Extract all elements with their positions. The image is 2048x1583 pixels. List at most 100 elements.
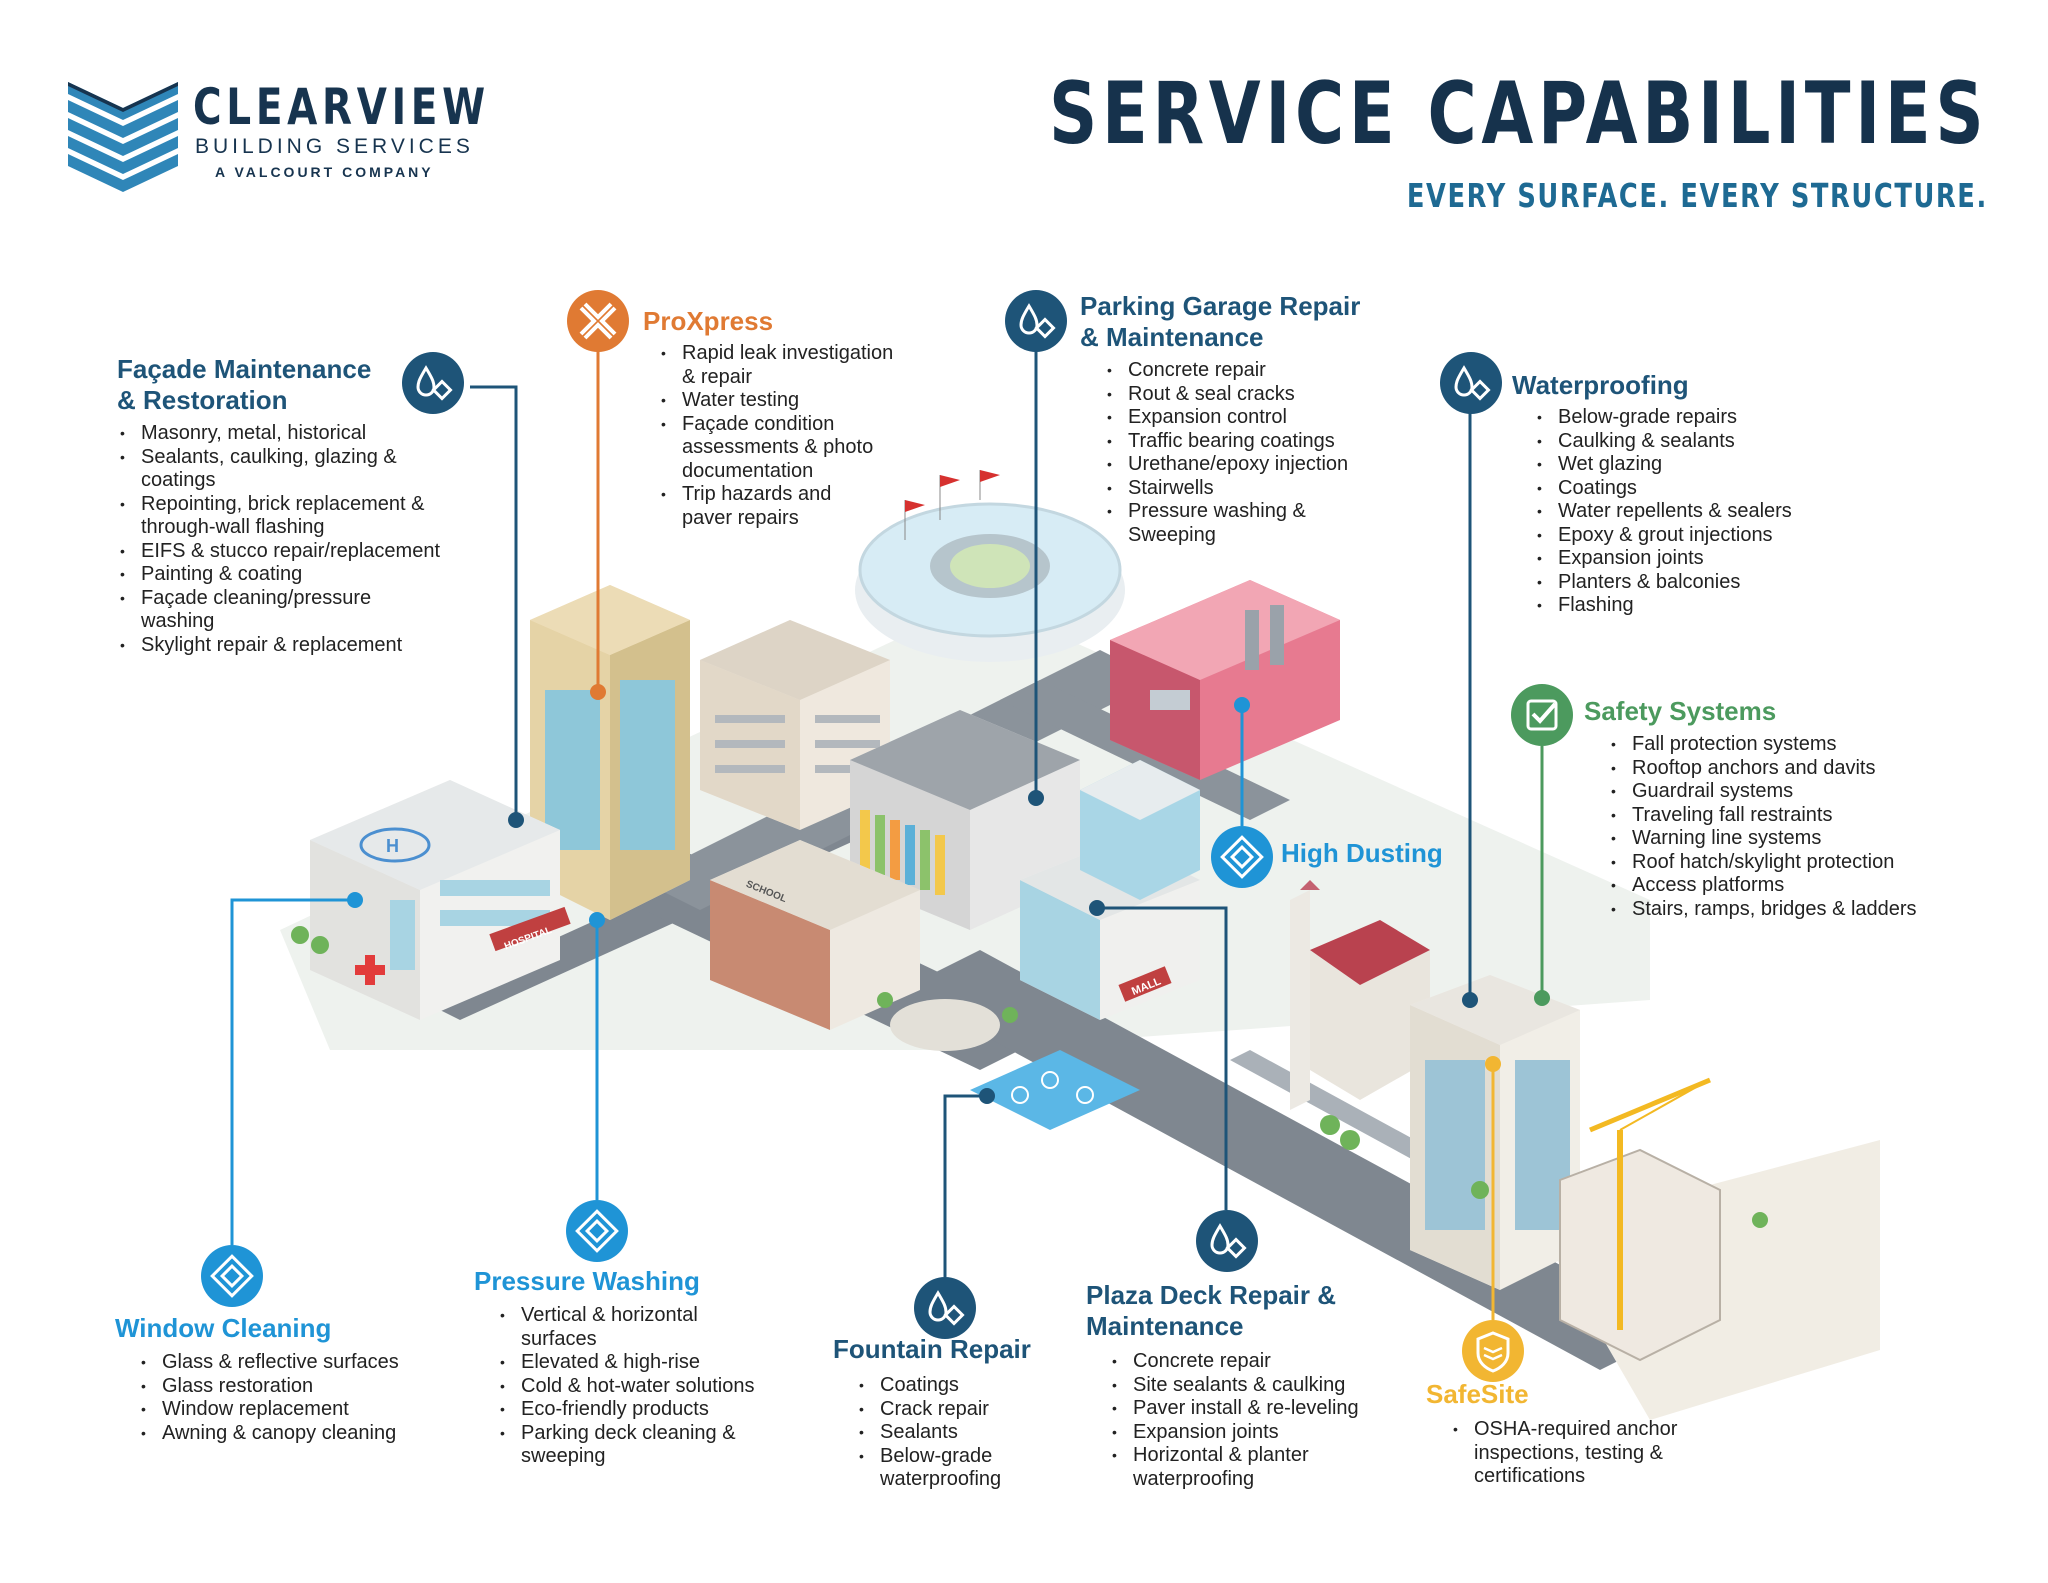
clearview-logo-mark: [68, 82, 178, 192]
service-list: OSHA-required anchor inspections, testin…: [1450, 1418, 1677, 1489]
service-title: Façade Maintenance: [117, 354, 372, 384]
list-item: Water testing: [658, 389, 893, 413]
list-item: Sweeping: [1128, 523, 1216, 546]
service-title: Safety Systems: [1584, 696, 1777, 726]
list-item: Cold & hot-water solutions: [497, 1375, 754, 1399]
fountain-plaza: [890, 999, 1140, 1130]
list-item: Stairwells: [1104, 477, 1348, 501]
list-item: OSHA-required anchor: [1450, 1418, 1677, 1442]
water-drop-diamond-icon: [402, 352, 464, 414]
list-item: Crack repair: [856, 1398, 1001, 1422]
diamond-emblem-icon: [1211, 826, 1273, 888]
list-item: Access platforms: [1608, 874, 1917, 898]
list-item: Urethane/epoxy injection: [1104, 453, 1348, 477]
brand-tagline: A VALCOURT COMPANY: [215, 164, 434, 180]
list-item: Planters & balconies: [1534, 571, 1792, 595]
diamond-emblem-icon: [566, 1200, 628, 1262]
list-item: Façade cleaning/pressure: [117, 587, 440, 611]
brand-name: CLEARVIEW: [193, 78, 490, 136]
list-item: Traffic bearing coatings: [1104, 430, 1348, 454]
list-item: Pressure washing &: [1104, 500, 1348, 524]
diamond-emblem-icon: [201, 1245, 263, 1307]
residential-tower: [1410, 975, 1580, 1290]
list-item: Expansion joints: [1109, 1421, 1359, 1445]
list-item: Concrete repair: [1109, 1350, 1359, 1374]
list-item: paver repairs: [682, 506, 799, 529]
list-item: Traveling fall restraints: [1608, 804, 1917, 828]
list-item: Rapid leak investigation: [658, 342, 893, 366]
list-item: Expansion joints: [1534, 547, 1792, 571]
service-plaza: Plaza Deck Repair & Maintenance: [1086, 1280, 1336, 1342]
list-item: Water repellents & sealers: [1534, 500, 1792, 524]
list-item: certifications: [1474, 1465, 1586, 1487]
list-item: Skylight repair & replacement: [117, 634, 440, 658]
service-list: Concrete repair Site sealants & caulking…: [1109, 1350, 1359, 1491]
list-item: Rout & seal cracks: [1104, 383, 1348, 407]
list-item: Warning line systems: [1608, 827, 1917, 851]
list-item: Wet glazing: [1534, 453, 1792, 477]
list-item: coatings: [141, 469, 216, 491]
service-list: Below-grade repairs Caulking & sealants …: [1534, 406, 1792, 618]
list-item: Coatings: [1534, 477, 1792, 501]
service-proxpress: ProXpress: [643, 306, 773, 337]
service-title: Maintenance: [1086, 1311, 1244, 1341]
service-waterproofing: Waterproofing: [1512, 370, 1689, 401]
service-list: Rapid leak investigation & repair Water …: [658, 342, 893, 530]
trees: [291, 926, 1768, 1228]
service-title: & Restoration: [117, 385, 288, 415]
list-item: Sealants, caulking, glazing &: [117, 446, 440, 470]
service-pressure-title: Pressure Washing: [474, 1266, 700, 1296]
list-item: Rooftop anchors and davits: [1608, 757, 1917, 781]
water-drop-diamond-icon: [1005, 290, 1067, 352]
service-parking: Parking Garage Repair & Maintenance: [1080, 291, 1360, 353]
shield-check-icon: [1511, 684, 1573, 746]
list-item: Trip hazards and: [658, 483, 893, 507]
list-item: documentation: [682, 459, 814, 482]
apartment-building: [700, 620, 890, 830]
list-item: Roof hatch/skylight protection: [1608, 851, 1917, 875]
list-item: Glass & reflective surfaces: [138, 1351, 399, 1375]
list-item: Concrete repair: [1104, 359, 1348, 383]
list-item: Painting & coating: [117, 563, 440, 587]
safesite-shield-icon: [1462, 1320, 1524, 1382]
service-title: & Maintenance: [1080, 322, 1264, 352]
list-item: Sealants: [856, 1421, 1001, 1445]
list-item: Epoxy & grout injections: [1534, 524, 1792, 548]
factory: [1110, 580, 1340, 780]
list-item: waterproofing: [880, 1468, 1002, 1490]
service-list: Fall protection systems Rooftop anchors …: [1608, 733, 1917, 921]
school-building: SCHOOL: [710, 840, 920, 1030]
list-item: Parking deck cleaning &: [497, 1422, 754, 1446]
list-item: Masonry, metal, historical: [117, 422, 440, 446]
list-item: Guardrail systems: [1608, 780, 1917, 804]
service-high-dusting-title: High Dusting: [1281, 838, 1443, 868]
service-safety: Safety Systems: [1584, 696, 1776, 727]
church: [1290, 880, 1430, 1110]
list-item: Window replacement: [138, 1398, 399, 1422]
proxpress-x-icon: [567, 290, 629, 352]
service-title: Parking Garage Repair: [1080, 291, 1361, 321]
list-item: Repointing, brick replacement &: [117, 493, 440, 517]
list-item: surfaces: [521, 1327, 597, 1350]
connector-dots: [347, 684, 1550, 1104]
service-list: Coatings Crack repair Sealants Below-gra…: [856, 1374, 1001, 1492]
list-item: Elevated & high-rise: [497, 1351, 754, 1375]
connector-lines: [230, 350, 1544, 1320]
list-item: Stairs, ramps, bridges & ladders: [1608, 898, 1917, 922]
list-item: & repair: [682, 365, 753, 388]
list-item: washing: [141, 610, 215, 632]
brand-subtitle: BUILDING SERVICES: [195, 135, 474, 158]
service-list: Vertical & horizontal surfaces Elevated …: [497, 1304, 754, 1469]
list-item: Expansion control: [1104, 406, 1348, 430]
service-list: Masonry, metal, historical Sealants, cau…: [117, 422, 440, 657]
list-item: sweeping: [521, 1445, 606, 1467]
helipad-letter: H: [386, 836, 399, 856]
list-item: Coatings: [856, 1374, 1001, 1398]
list-item: Horizontal & planter: [1109, 1444, 1359, 1468]
list-item: EIFS & stucco repair/replacement: [117, 540, 440, 564]
list-item: Flashing: [1534, 594, 1792, 618]
list-item: Façade condition: [658, 413, 893, 437]
list-item: Awning & canopy cleaning: [138, 1422, 399, 1446]
service-list: Glass & reflective surfaces Glass restor…: [138, 1351, 399, 1445]
